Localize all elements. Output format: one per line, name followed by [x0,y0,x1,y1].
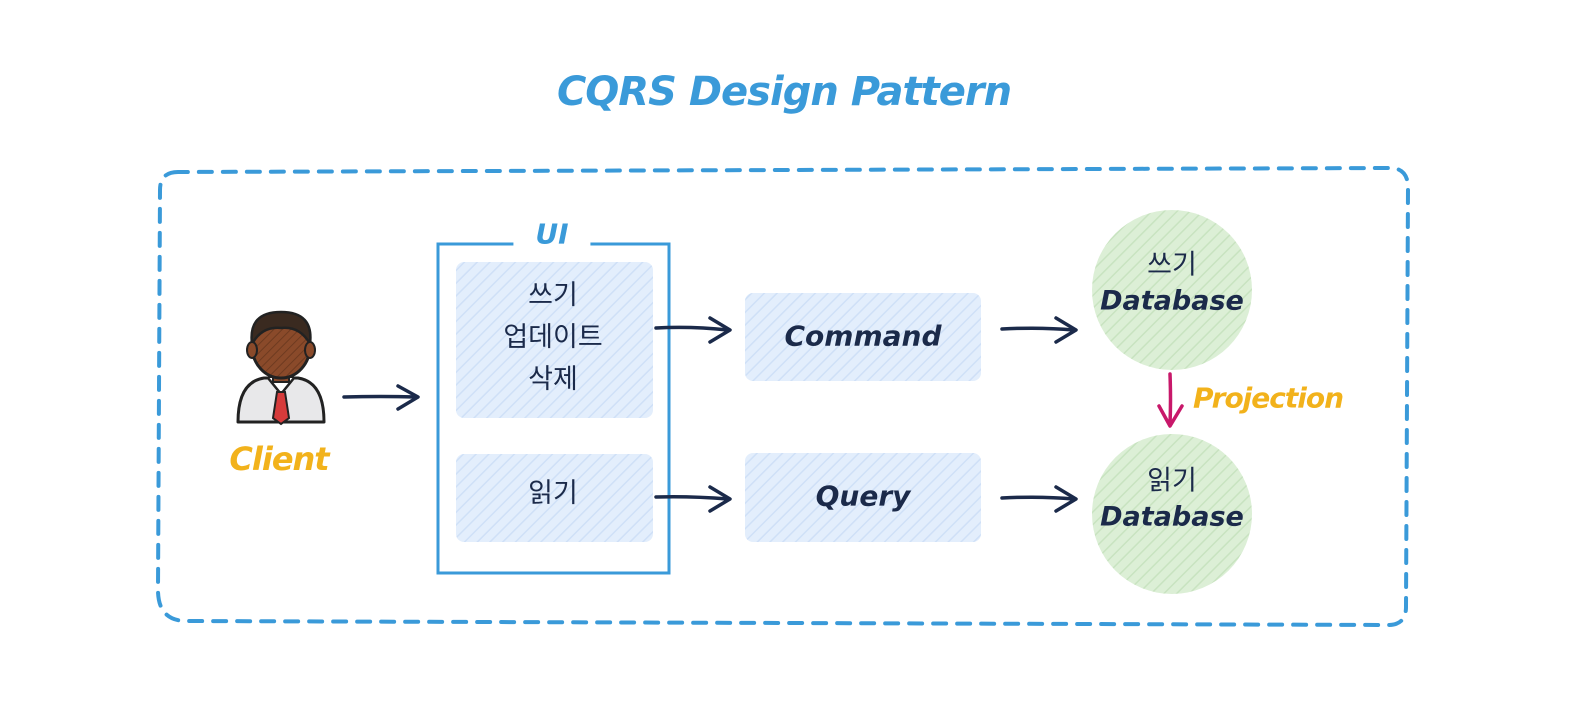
write-database-circle[interactable] [1092,210,1252,370]
client-label: Client [229,440,329,478]
command-box[interactable] [745,293,981,381]
write-database-name: Database [1100,286,1244,317]
write-database-label: 쓰기 Database [1100,248,1244,321]
arrow-write-to-command [654,316,732,344]
ui-write-box[interactable] [456,262,653,418]
ui-write-actions: 쓰기 업데이트 삭제 [503,275,602,401]
ui-read-box[interactable] [456,454,653,542]
projection-arrow [1157,372,1184,428]
page-title: CQRS Design Pattern [556,69,1012,115]
read-database-label: 읽기 Database [1100,464,1244,537]
ui-label: UI [513,217,591,251]
arrow-command-to-write-db [1000,316,1078,344]
read-database-name: Database [1100,502,1244,533]
arrow-read-to-query [654,485,732,513]
write-database-kind: 쓰기 [1147,249,1197,281]
arrows [342,316,1078,513]
update-action-label: 업데이트 [503,322,603,354]
query-box[interactable] [745,453,981,542]
arrow-client-to-ui [342,384,420,411]
projection-label: Projection [1192,381,1344,415]
read-database-kind: 읽기 [1147,465,1197,497]
system-boundary [155,165,1411,628]
delete-action-label: 삭제 [528,363,578,395]
arrow-query-to-read-db [1000,485,1078,513]
client-avatar-icon[interactable] [236,310,326,426]
read-database-circle[interactable] [1092,434,1252,594]
command-label: Command [784,319,942,353]
query-label: Query [815,479,911,513]
read-action-label: 읽기 [528,478,578,510]
write-action-label: 쓰기 [528,280,578,312]
